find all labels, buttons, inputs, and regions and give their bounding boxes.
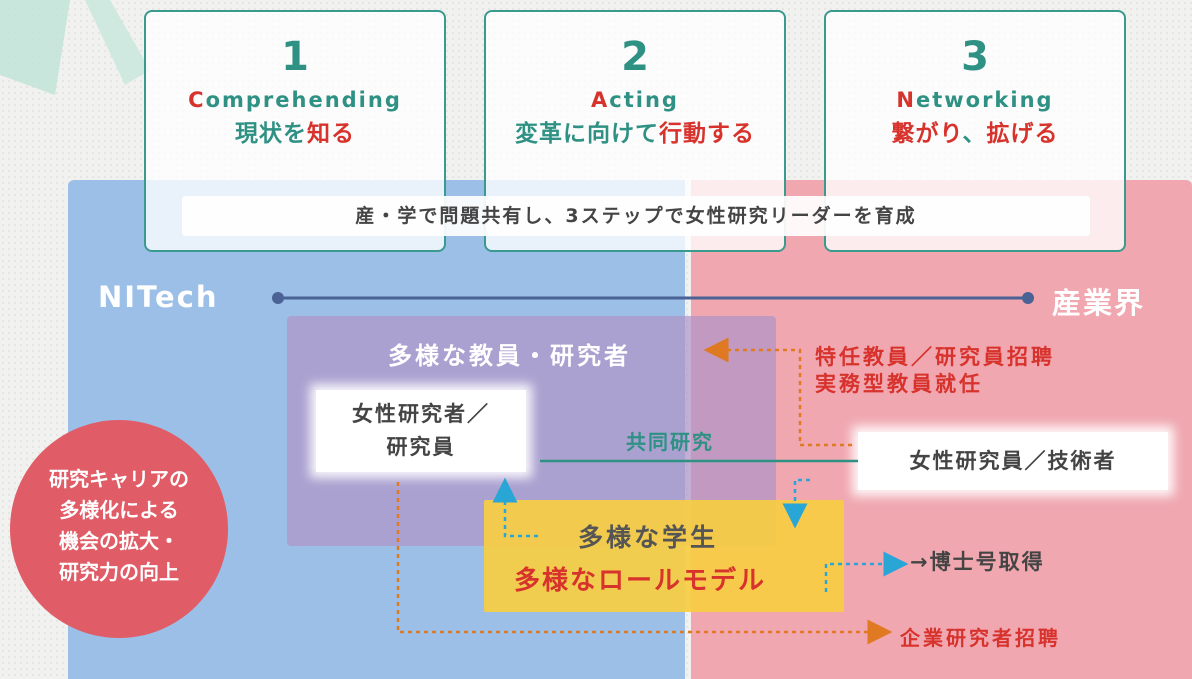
step-number: 3 — [961, 34, 989, 80]
female-researcher-line2: 研究員 — [386, 435, 456, 459]
line-endpoint-right — [1022, 292, 1034, 304]
arrow-appointment — [703, 337, 852, 447]
industry-label: 産業界 — [1052, 286, 1146, 320]
line-endpoint-left — [272, 292, 284, 304]
circle-line: 機会の拡大・ — [59, 529, 179, 553]
step-number: 1 — [281, 34, 309, 80]
female-engineer-box: 女性研究員／技術者 — [858, 432, 1168, 490]
step-japanese: 現状を知る — [235, 121, 355, 147]
step-number: 2 — [621, 34, 649, 80]
female-researcher-box: 女性研究者／ 研究員 — [316, 390, 526, 472]
corporate-invite-label: 企業研究者招聘 — [900, 626, 1061, 650]
circle-line: 多様化による — [59, 498, 179, 522]
step-english: Comprehending — [188, 88, 402, 112]
appointment-line1: 特任教員／研究員招聘 — [815, 345, 1055, 369]
circle-line: 研究キャリアの — [49, 467, 189, 491]
female-researcher-line1: 女性研究者／ — [352, 402, 490, 426]
circle-line: 研究力の向上 — [59, 560, 179, 584]
joint-research-label: 共同研究 — [626, 430, 714, 454]
step-japanese: 変革に向けて行動する — [515, 121, 755, 147]
outcome-circle: 研究キャリアの 多様化による 機会の拡大・ 研究力の向上 — [10, 420, 228, 638]
appointment-line2: 実務型教員就任 — [815, 372, 983, 396]
appointments-text: 特任教員／研究員招聘 実務型教員就任 — [815, 344, 1055, 398]
arrow-engineer-to-students — [782, 478, 810, 529]
step-japanese: 繋がり、拡げる — [891, 121, 1059, 147]
step-english: Networking — [896, 88, 1054, 112]
diverse-rolemodel-label: 多様なロールモデル — [514, 566, 767, 596]
diverse-faculty-label: 多様な教員・研究者 — [388, 342, 631, 370]
arrow-student-to-researcher — [492, 477, 538, 538]
nitech-label: NITech — [98, 280, 219, 314]
step-english: Acting — [591, 88, 679, 112]
decorative-shapes — [0, 0, 150, 95]
phd-label: →博士号取得 — [910, 550, 1045, 574]
arrow-to-phd — [824, 551, 909, 592]
summary-banner: 産・学で問題共有し、3ステップで女性研究リーダーを育成 — [182, 196, 1090, 236]
diverse-students-label: 多様な学生 — [578, 523, 719, 552]
arrow-corporate-invite — [396, 482, 893, 645]
